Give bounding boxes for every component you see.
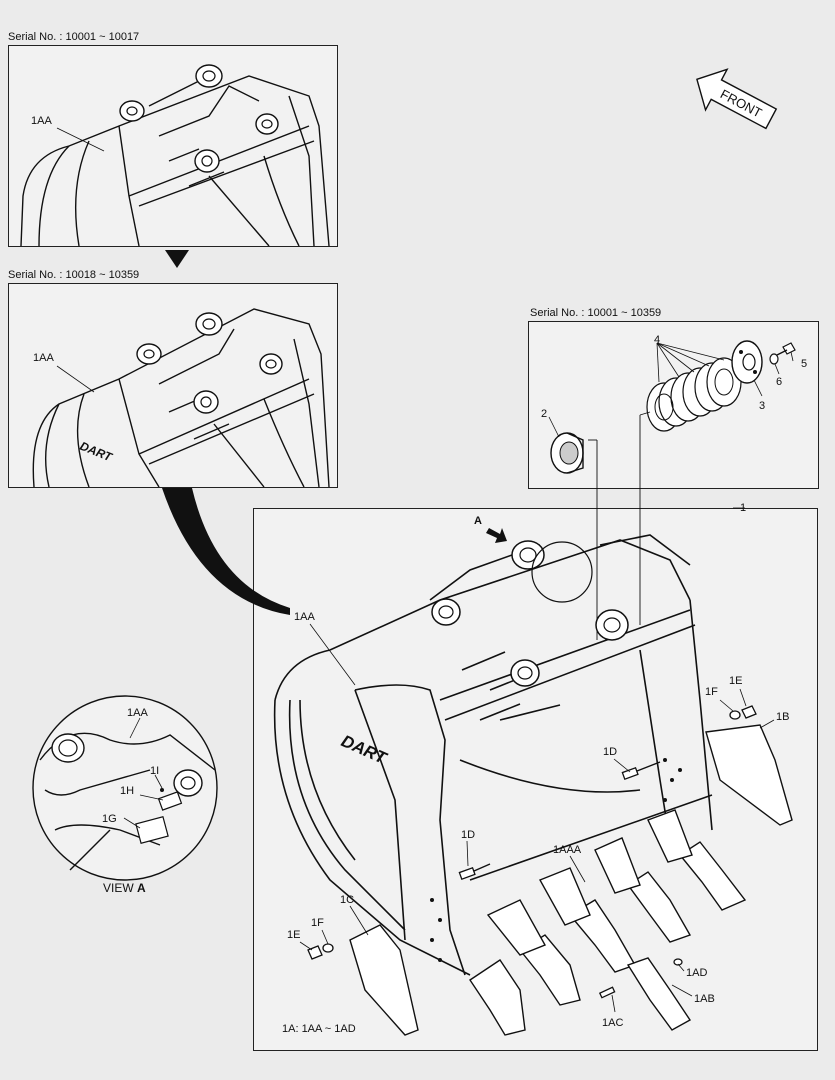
callout-1AC: 1AC — [602, 1017, 623, 1029]
callout-3: 3 — [759, 400, 765, 412]
pin-detail-illustration: 4 3 6 5 2 — [541, 334, 807, 474]
callout-1C: 1C — [340, 894, 354, 906]
assembly-footnote: 1A: 1AA ~ 1AD — [282, 1023, 356, 1035]
callout-1AA-view: 1AA — [127, 707, 148, 719]
part-5-bolt — [776, 342, 796, 356]
callout-1AB: 1AB — [694, 993, 715, 1005]
serial-range-top: Serial No. : 10001 ~ 10017 — [8, 31, 140, 43]
view-a-detail — [32, 695, 218, 881]
transition-arrow-icon — [165, 250, 189, 268]
part-1H-plate — [157, 791, 183, 811]
callout-1B: 1B — [776, 711, 789, 723]
serial-range-middle: Serial No. : 10018 ~ 10359 — [8, 269, 140, 281]
callout-1D-lower: 1D — [461, 829, 475, 841]
callout-1F-left: 1F — [311, 917, 324, 929]
brand-logo-main: DART — [338, 731, 390, 768]
callout-1AD: 1AD — [686, 967, 707, 979]
callout-5: 5 — [801, 358, 807, 370]
transition-curve-icon — [162, 488, 290, 615]
serial-range-detail: Serial No. : 10001 ~ 10359 — [530, 307, 662, 319]
view-a-marker: A — [474, 515, 482, 527]
part-2-bushing — [550, 432, 584, 474]
callout-1AA-main: 1AA — [294, 611, 315, 623]
part-6-washer — [769, 353, 779, 365]
view-a-arrow-icon — [486, 528, 507, 543]
part-1G-nameplate — [135, 815, 169, 845]
teeth-row — [469, 809, 747, 1036]
view-a-caption-letter: A — [137, 881, 146, 895]
view-a-caption-prefix: VIEW — [103, 881, 134, 895]
callout-1F-right: 1F — [705, 686, 718, 698]
callout-4: 4 — [654, 334, 660, 346]
callout-2: 2 — [541, 408, 547, 420]
part-3-plate — [731, 340, 763, 384]
view-a-caption: VIEW A — [103, 882, 146, 894]
part-1B-side-cutter — [705, 724, 793, 826]
front-arrow-icon: FRONT — [696, 68, 778, 130]
bucket-late-frame: DART 1AA — [8, 283, 338, 488]
callout-1AA-top: 1AA — [31, 115, 52, 127]
callout-6: 6 — [776, 376, 782, 388]
pin-detail-frame: 4 3 6 5 2 — [528, 321, 819, 489]
bucket-late-illustration: DART 1AA — [32, 308, 330, 487]
callout-1E-right: 1E — [729, 675, 742, 687]
callout-1E-left: 1E — [287, 929, 300, 941]
callout-1H: 1H — [120, 785, 134, 797]
part-1I-rivet — [160, 788, 164, 792]
bucket-early-frame: 1AA — [8, 45, 338, 247]
callout-1I: 1I — [150, 765, 159, 777]
part-1C-side-cutter — [349, 924, 419, 1036]
callout-1AA-mid: 1AA — [33, 352, 54, 364]
callout-1D-upper: 1D — [603, 746, 617, 758]
callout-1G: 1G — [102, 813, 117, 825]
bucket-early-illustration: 1AA — [20, 64, 330, 246]
callout-1: 1 — [740, 502, 746, 514]
callout-1AAA: 1AAA — [553, 844, 582, 856]
